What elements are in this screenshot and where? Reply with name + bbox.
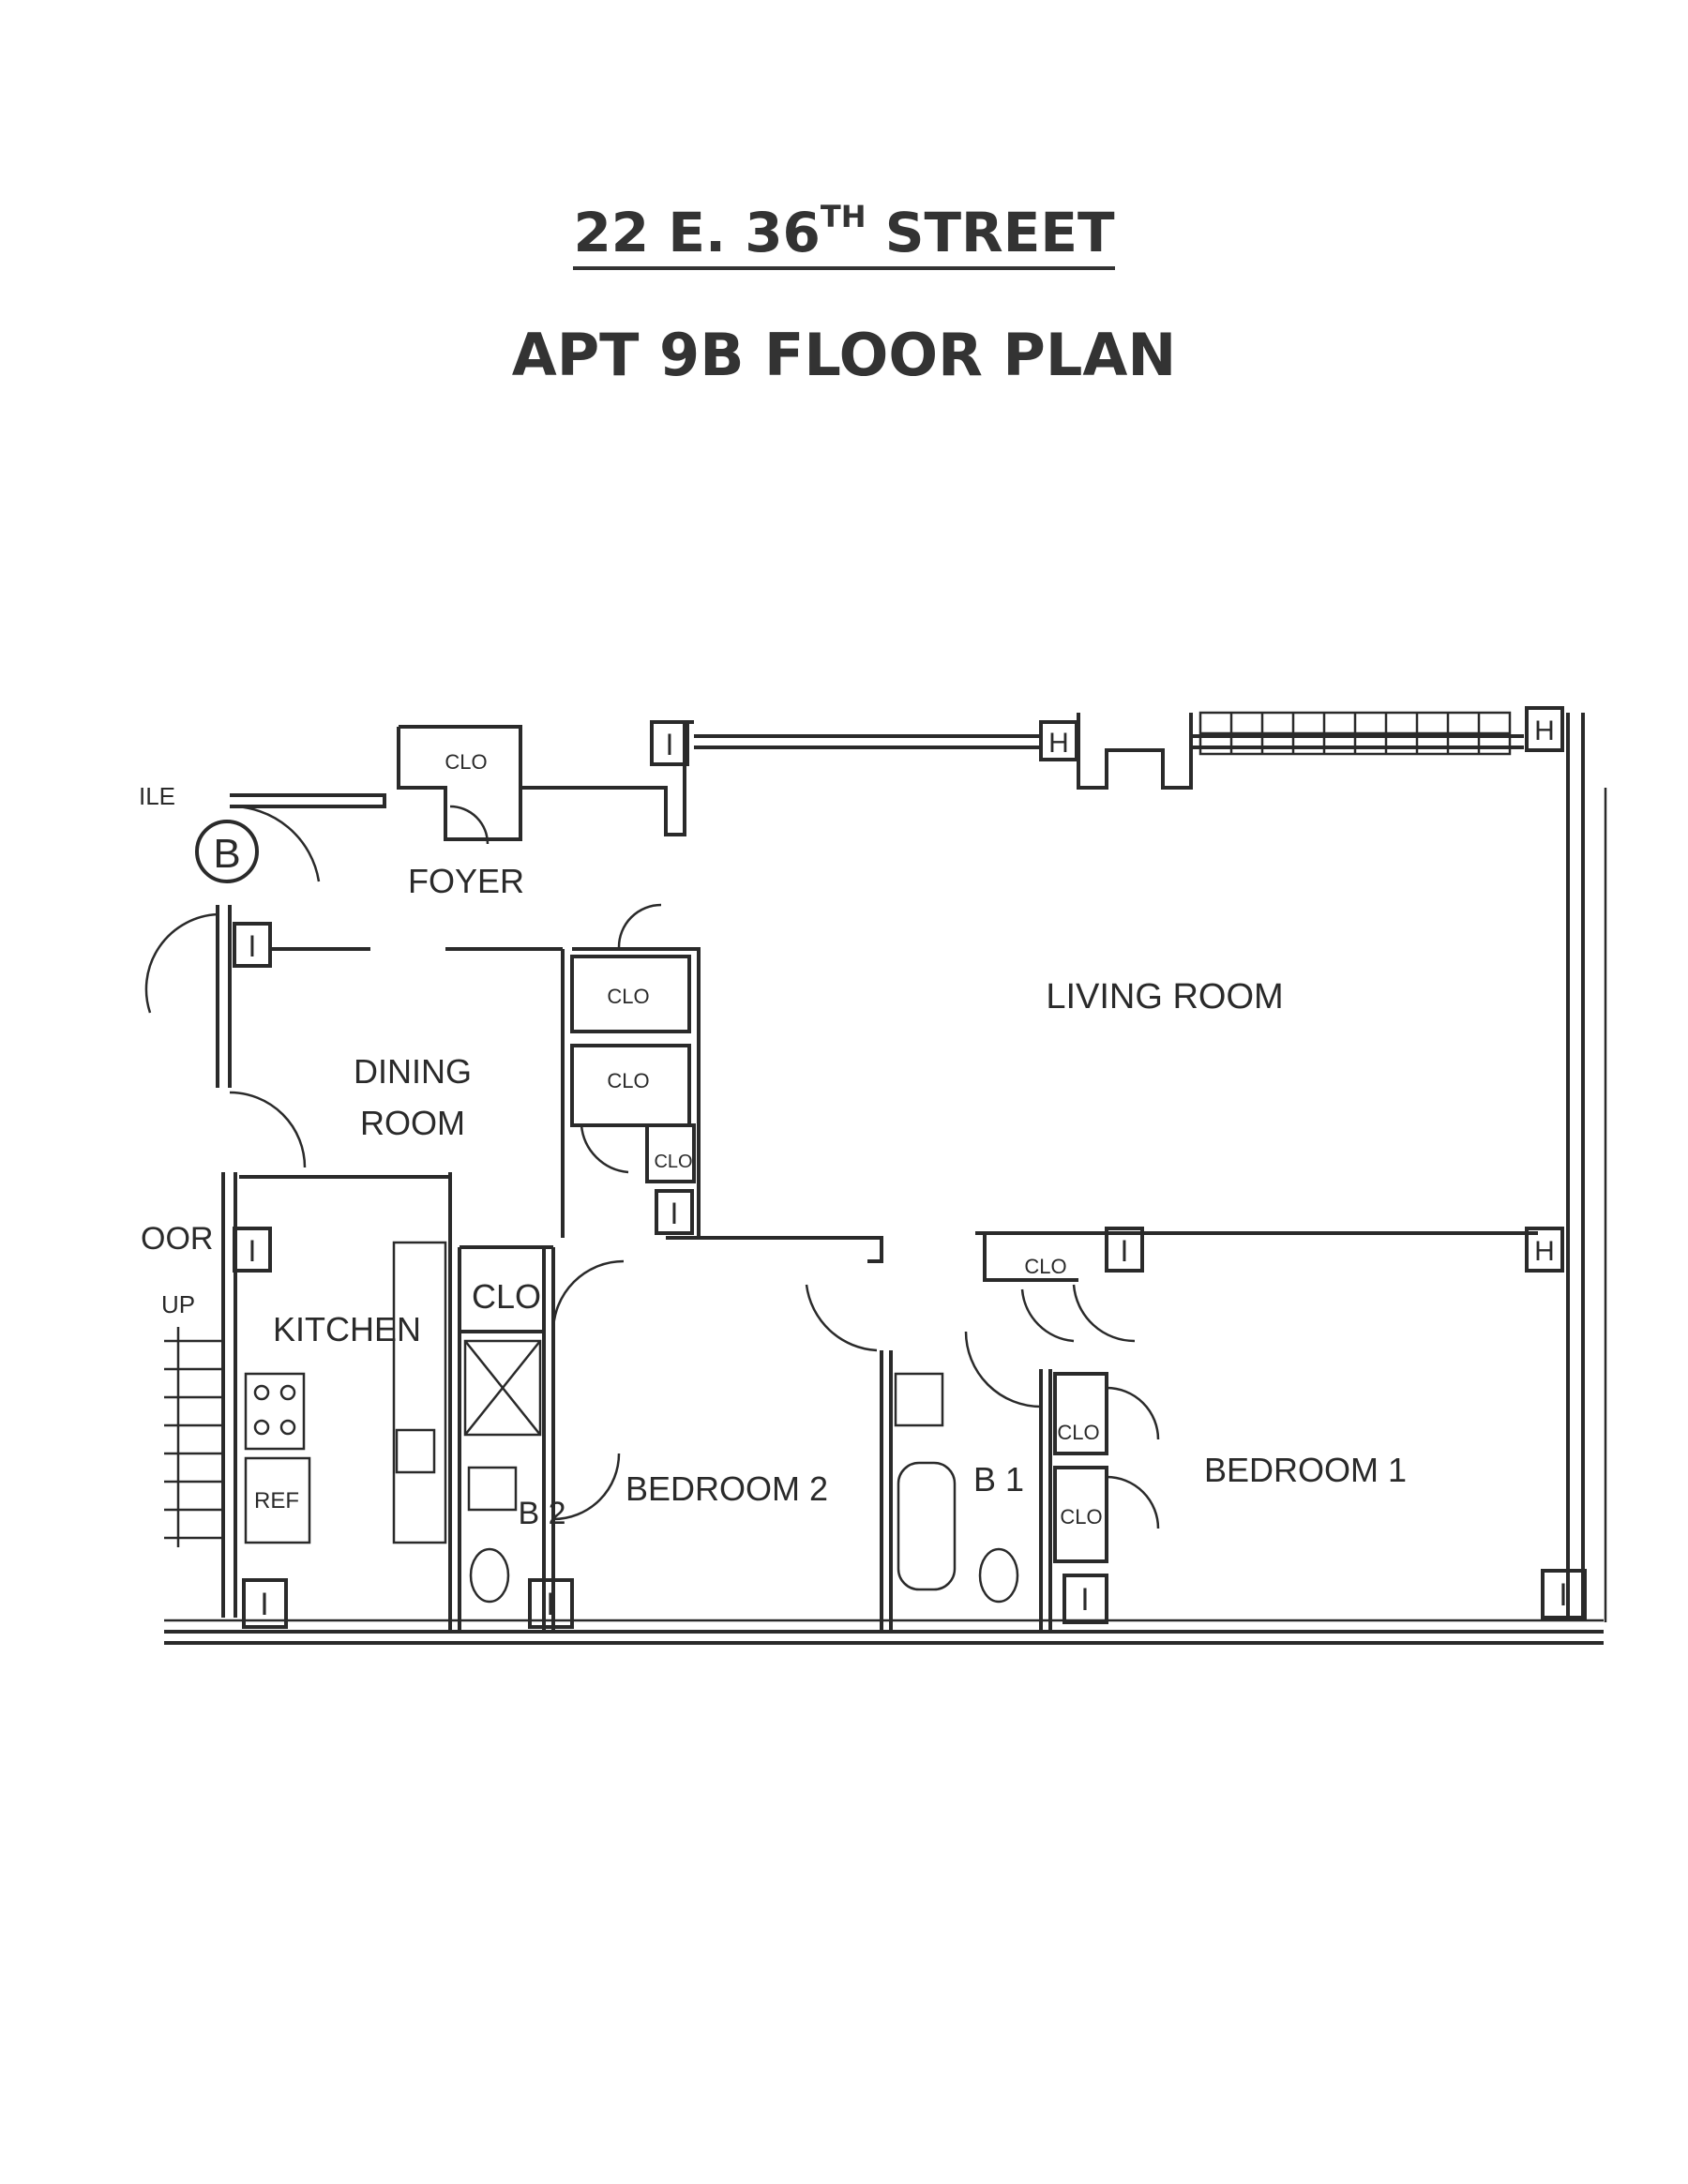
bath-2-label: B 2 [518, 1496, 565, 1531]
column-5-mark: I [249, 1234, 257, 1268]
kitchen-sink [395, 1428, 436, 1474]
bed1-closet-top [983, 1233, 1078, 1282]
exterior-walls [164, 713, 1607, 1645]
bed1-hall-door [1072, 1284, 1136, 1343]
exterior-door-swing [144, 912, 219, 1014]
bed1-closet-b [1053, 1466, 1108, 1563]
b1-sink [894, 1372, 944, 1427]
shaft-x2 [464, 1340, 541, 1436]
shaft [463, 1339, 542, 1437]
closet-label-hall: CLO [1024, 1255, 1066, 1278]
fireplace [1077, 713, 1193, 790]
closet-b-door [580, 1124, 629, 1174]
b2-closet-door [551, 1259, 625, 1333]
closet-label-b: CLO [607, 1069, 649, 1092]
bed1-closet-a [1053, 1372, 1108, 1455]
bed1-closet-a-door [1106, 1386, 1160, 1440]
closet-label-a: CLO [607, 985, 649, 1008]
floor-plan-title: APT 9B FLOOR PLAN [511, 321, 1177, 389]
column-1 [650, 720, 689, 766]
column-11-mark: I [1080, 1582, 1089, 1618]
closet-b [570, 1044, 691, 1127]
column-3 [1525, 706, 1564, 752]
closet-label-b2: CLO [472, 1277, 541, 1316]
closet-c [645, 1123, 696, 1183]
interior-walls [239, 947, 1538, 1632]
stair: UP [161, 1290, 223, 1547]
living-room-label: LIVING ROOM [1046, 977, 1283, 1017]
b2-door [552, 1453, 621, 1521]
top-closet-box [397, 725, 522, 841]
unit-marker: B [195, 820, 259, 883]
dining-room-label-line2: ROOM [360, 1104, 465, 1142]
column-12-mark: I [1559, 1577, 1567, 1613]
foyer-top-wall [230, 793, 386, 808]
living-south-wall-left [666, 1236, 883, 1263]
window-grid [1077, 711, 1512, 790]
kitchen-counter [392, 1241, 447, 1544]
column-7-mark: I [1121, 1234, 1129, 1268]
bedroom2-door [805, 1284, 878, 1352]
column-6 [655, 1189, 694, 1235]
ref-label: REF [254, 1488, 299, 1514]
column-12 [1541, 1569, 1587, 1619]
top-closet-door [449, 805, 490, 845]
fixtures [244, 1372, 1019, 1604]
column-2-mark: H [1048, 728, 1069, 759]
range-stove [244, 1372, 306, 1451]
column-1-mark: I [666, 728, 674, 761]
column-11 [1063, 1574, 1108, 1624]
unit-marker-circle [195, 820, 259, 883]
closet-a-door [617, 903, 662, 948]
bed1-closet-b-door [1106, 1475, 1160, 1529]
unit-marker-letter: B [213, 831, 240, 877]
b1-toilet [978, 1547, 1019, 1604]
closet-a [570, 955, 691, 1033]
columns: I H H I I I I H I I I I [233, 706, 1587, 1629]
edge-fragment-mid: OOR [141, 1221, 213, 1257]
b2-toilet [469, 1547, 510, 1604]
stair-up-label: UP [161, 1290, 195, 1318]
bedroom-2-label: BEDROOM 2 [625, 1469, 828, 1508]
foyer-label: FOYER [408, 862, 524, 900]
column-10-mark: I [546, 1587, 554, 1622]
address-superscript: TH [820, 199, 867, 234]
doors [144, 805, 1160, 1529]
column-6-mark: I [671, 1197, 679, 1230]
column-7 [1105, 1227, 1144, 1273]
column-9 [242, 1578, 288, 1629]
room-labels: CLO FOYER CLO CLO CLO LIVING ROOM DINING… [254, 750, 1407, 1531]
closet-label-c: CLO [654, 1152, 692, 1172]
dining-west-door [229, 1091, 307, 1168]
column-9-mark: I [260, 1587, 268, 1622]
column-3-mark: H [1534, 715, 1555, 746]
b1-door [964, 1331, 1042, 1408]
column-5 [233, 1227, 272, 1273]
kitchen-label: KITCHEN [273, 1310, 421, 1348]
bedroom-1-label: BEDROOM 1 [1204, 1451, 1407, 1489]
bathtub [897, 1461, 957, 1591]
column-10 [528, 1578, 574, 1629]
dining-room-label-line1: DINING [354, 1052, 472, 1091]
building-address-title: 22 E. 36TH STREET [0, 199, 1688, 270]
bed1-closet-door [1020, 1288, 1075, 1343]
column-8-mark: H [1534, 1236, 1555, 1267]
closet-label-bed1-a: CLO [1057, 1421, 1099, 1444]
entry-door-swing [229, 805, 321, 882]
edge-fragment-top: ILE [139, 782, 175, 810]
refrigerator [244, 1456, 311, 1544]
column-4 [233, 922, 272, 968]
closet-label-top: CLO [445, 750, 487, 774]
column-8 [1525, 1227, 1564, 1273]
column-4-mark: I [249, 929, 257, 963]
b2-sink [467, 1466, 518, 1512]
closet-label-bed1-b: CLO [1060, 1505, 1102, 1529]
bath-1-label: B 1 [973, 1460, 1024, 1499]
